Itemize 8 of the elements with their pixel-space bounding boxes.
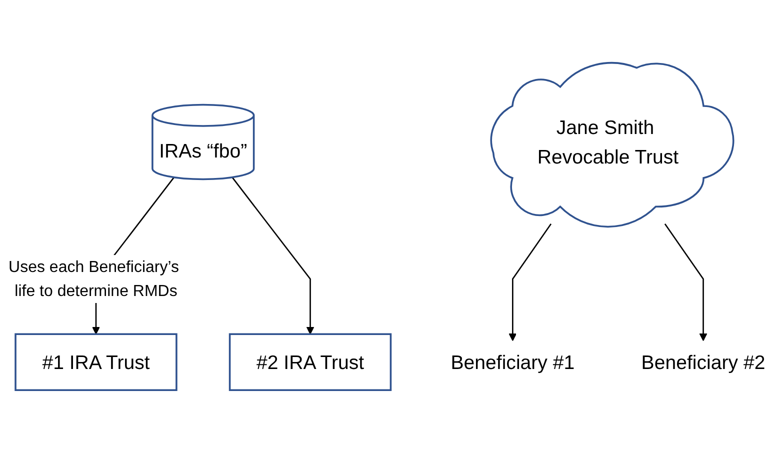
- arrow: [508, 224, 552, 342]
- arrow: [664, 224, 708, 342]
- node-text: Beneficiary #2: [641, 351, 766, 374]
- arrow: [232, 176, 314, 334]
- node-box: #1 IRA Trust: [14, 333, 178, 391]
- node-text: Beneficiary #1: [450, 351, 575, 374]
- edge-label: Uses each Beneficiary’s life to determine RMDs: [8, 258, 179, 300]
- node-box: #2 IRA Trust: [228, 333, 392, 391]
